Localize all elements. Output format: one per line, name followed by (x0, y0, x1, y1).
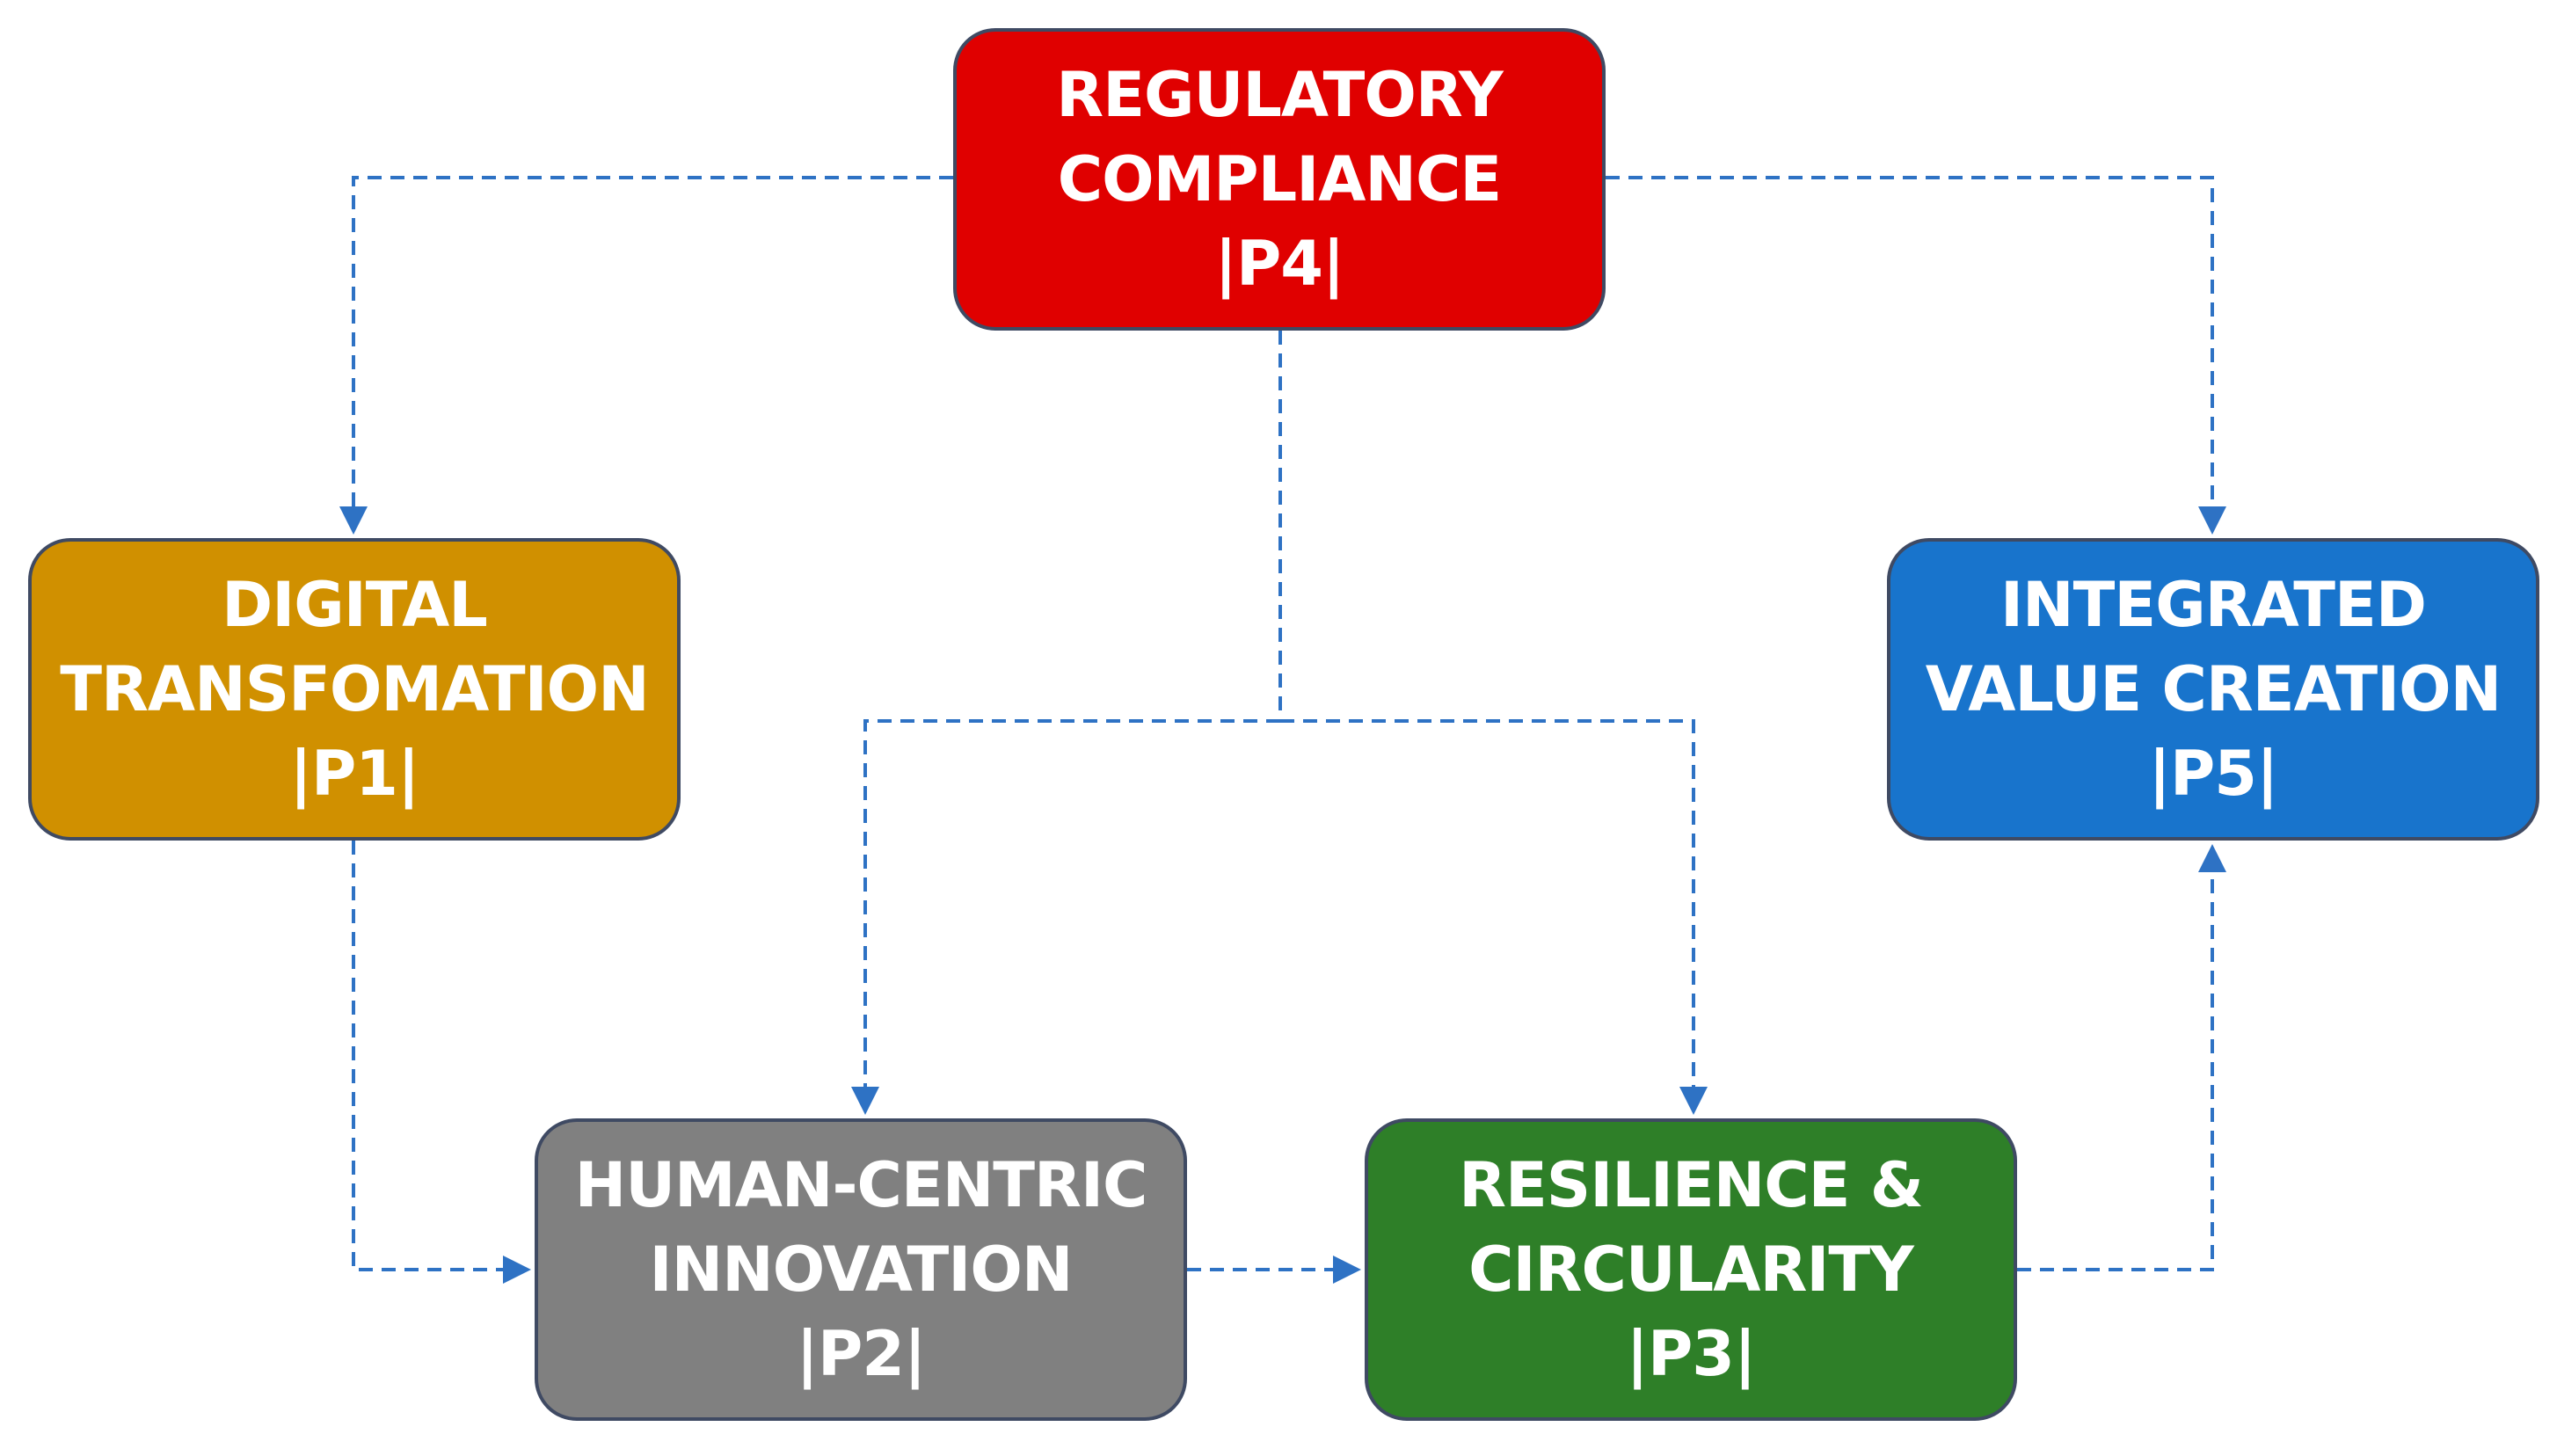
node-code: |P5| (2148, 738, 2278, 810)
node-label-line1: REGULATORY (1056, 59, 1503, 131)
node-resilience-circularity: RESILIENCE & CIRCULARITY |P3| (1365, 1118, 2017, 1421)
node-integrated-value-creation: INTEGRATED VALUE CREATION |P5| (1887, 538, 2539, 841)
edge-branch-to-p3 (1280, 719, 1708, 1115)
edge-p4-to-p5 (1606, 176, 2226, 535)
edge-p1-to-p2 (352, 841, 531, 1284)
node-code: |P2| (796, 1318, 926, 1390)
edge-branch-to-p2 (851, 719, 1280, 1115)
node-label-line1: HUMAN-CENTRIC (574, 1149, 1148, 1221)
node-label-line2: COMPLIANCE (1057, 143, 1502, 215)
node-label-line1: RESILIENCE & (1459, 1149, 1924, 1221)
node-label-line2: INNOVATION (649, 1234, 1074, 1306)
node-label-line1: DIGITAL (222, 569, 488, 641)
node-digital-transformation: DIGITAL TRANSFOMATION |P1| (28, 538, 681, 841)
edge-p3-to-p5 (2017, 844, 2226, 1271)
node-code: |P1| (289, 738, 419, 810)
edge-p4-to-p1 (339, 176, 953, 535)
node-human-centric-innovation: HUMAN-CENTRIC INNOVATION |P2| (535, 1118, 1187, 1421)
node-code: |P4| (1214, 228, 1344, 300)
node-code: |P3| (1626, 1318, 1756, 1390)
node-label-line2: CIRCULARITY (1468, 1234, 1914, 1306)
node-label-line2: TRANSFOMATION (60, 653, 649, 725)
node-label-line1: INTEGRATED (2000, 569, 2427, 641)
node-regulatory-compliance: REGULATORY COMPLIANCE |P4| (953, 28, 1606, 331)
node-label-line2: VALUE CREATION (1925, 653, 2502, 725)
